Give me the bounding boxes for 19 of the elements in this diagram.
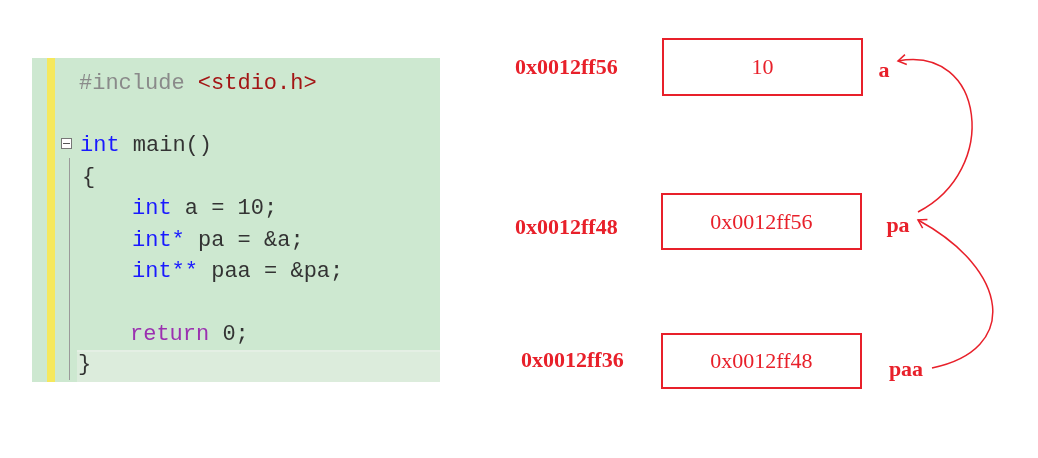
- code-line: }: [78, 352, 92, 378]
- code-line: int a = 10;: [132, 196, 278, 222]
- memory-cell: 0x0012ff56: [661, 193, 862, 250]
- memory-address: 0x0012ff56: [515, 54, 618, 80]
- code-line: {: [82, 165, 96, 191]
- code-line: int main(): [80, 133, 213, 159]
- memory-address: 0x0012ff36: [521, 347, 624, 373]
- code-line: int* pa = &a;: [132, 228, 304, 254]
- variable-name: a: [874, 57, 894, 83]
- variable-name: pa: [882, 212, 914, 238]
- curved-arrow: [917, 219, 994, 369]
- curved-arrow: [897, 54, 973, 213]
- memory-address: 0x0012ff48: [515, 214, 618, 240]
- code-line: int** paa = &pa;: [132, 259, 344, 285]
- code-line: return 0;: [130, 322, 249, 348]
- memory-cell: 0x0012ff48: [661, 333, 862, 389]
- code-line: #include <stdio.h>: [79, 71, 317, 97]
- variable-name: paa: [884, 356, 928, 382]
- memory-cell: 10: [662, 38, 863, 96]
